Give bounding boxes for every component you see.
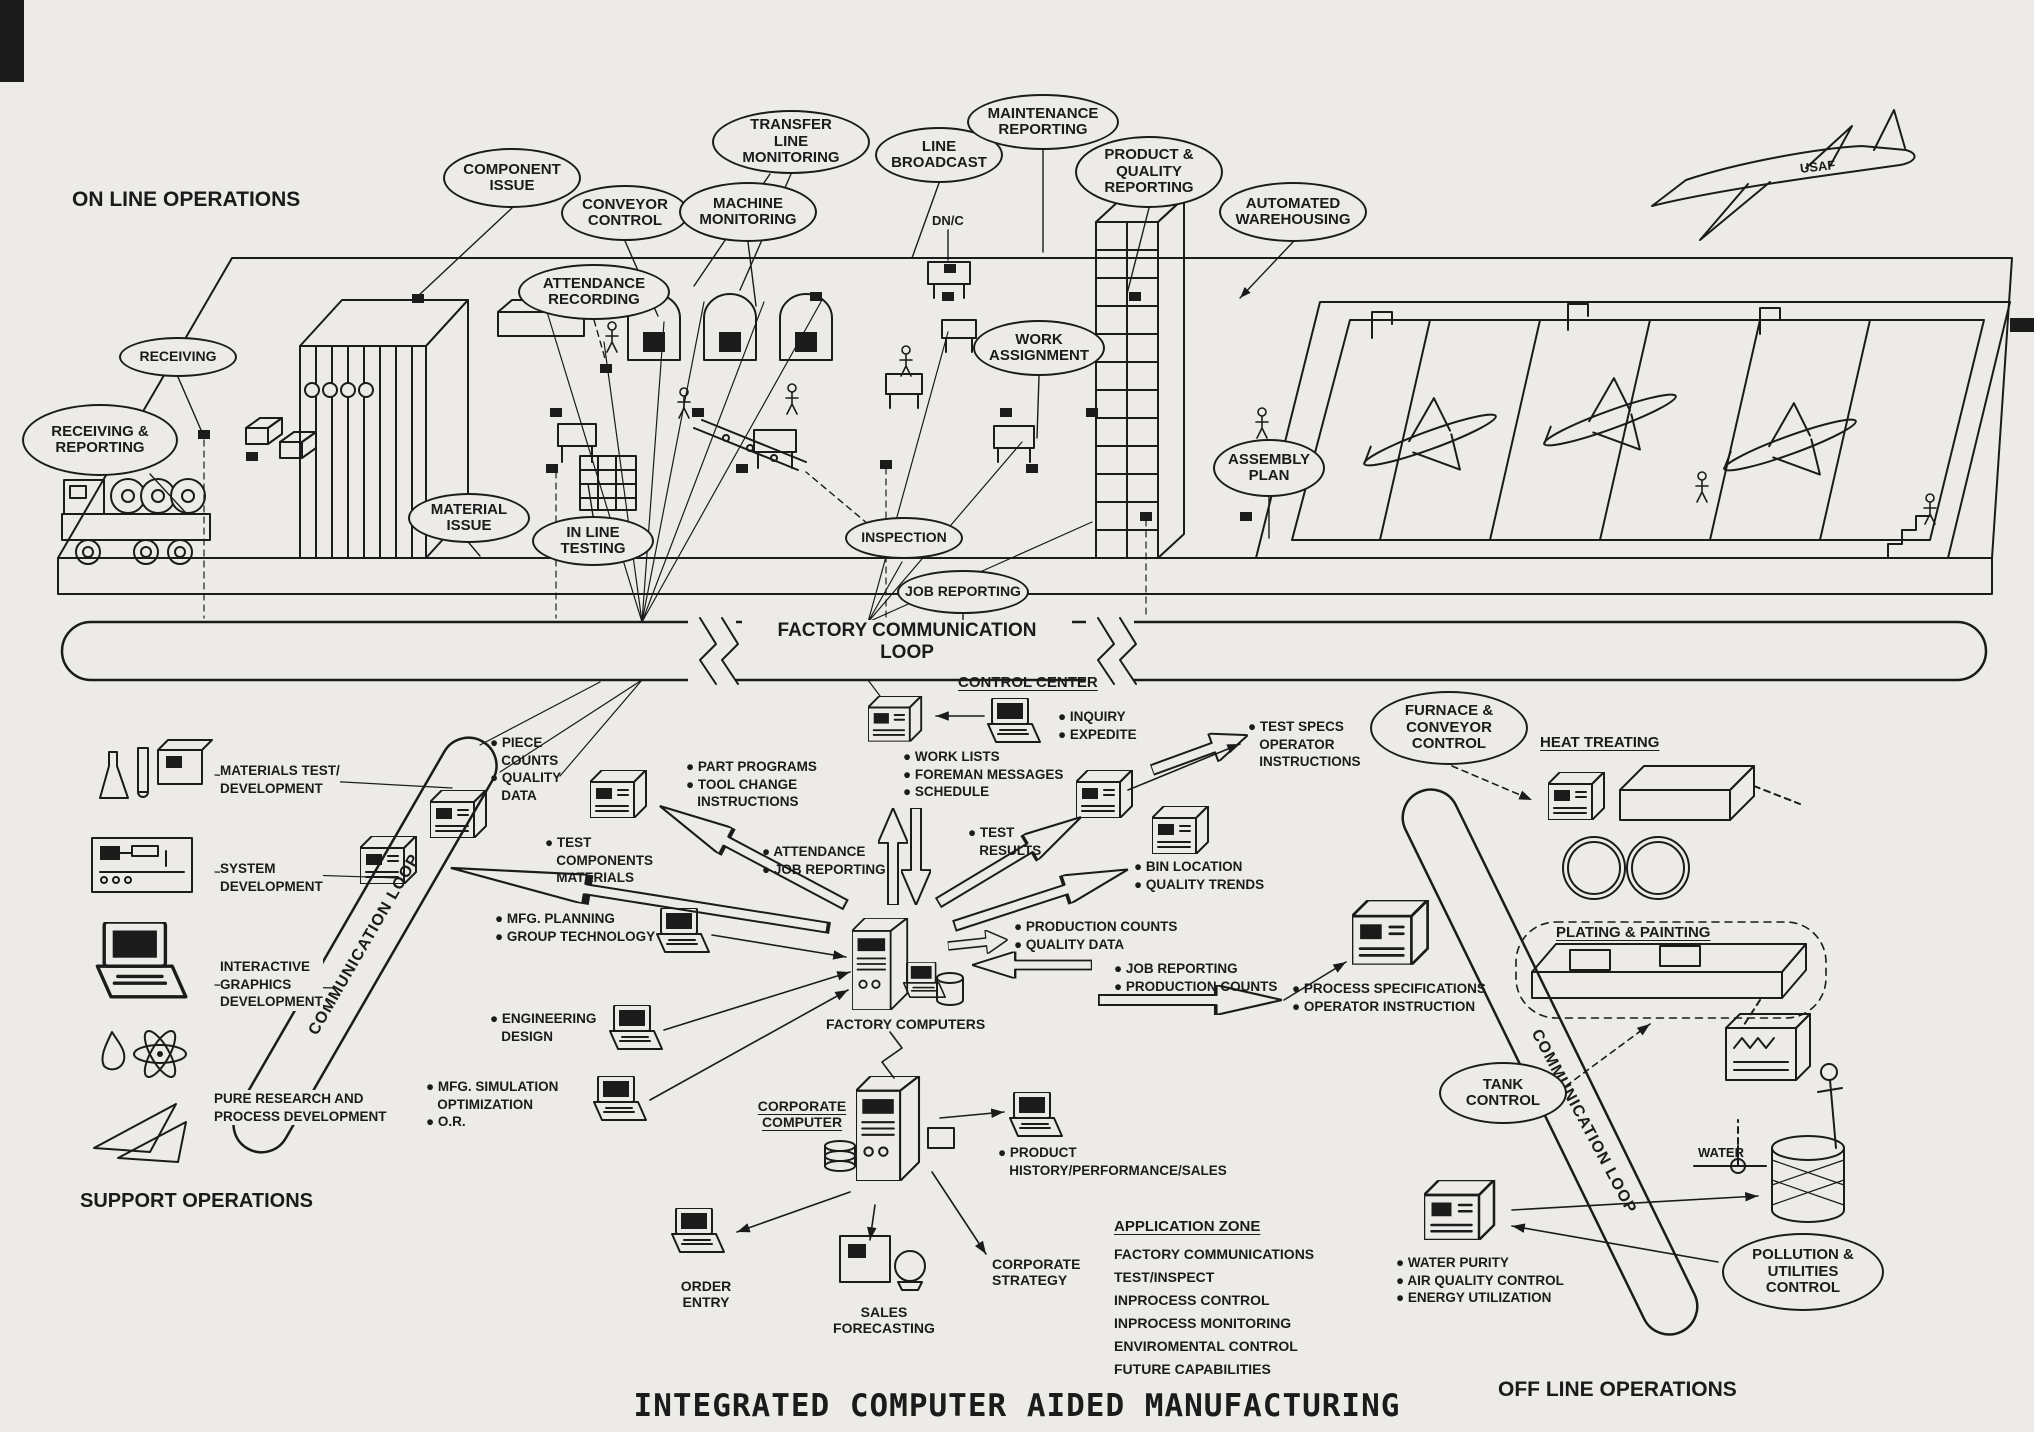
bullets-engineering-design: ● ENGINEERING DESIGN (490, 1011, 597, 1044)
oval-automated-warehousing: AUTOMATED WAREHOUSING (1219, 182, 1367, 242)
warehouse-wall (1095, 197, 1185, 559)
loop-break-left (688, 616, 739, 688)
floor-sensors (198, 264, 1322, 521)
oval-attendance-recording: ATTENDANCE RECORDING (518, 264, 670, 320)
support-pure-research-label: PURE RESEARCH AND PROCESS DEVELOPMENT (214, 1090, 387, 1126)
factory-computers-cluster (852, 918, 964, 1011)
process-controller (1725, 1013, 1811, 1081)
bullets-inquiry-expedite: ● INQUIRY ● EXPEDITE (1058, 709, 1137, 742)
dnc-label: DN/C (932, 213, 964, 228)
application-zone-title: APPLICATION ZONE (1114, 1218, 1261, 1235)
automated-warehouse (1255, 301, 2011, 559)
usaf-airplane (1651, 109, 1916, 241)
pollution-stack (1771, 1063, 1845, 1223)
support-wing-icon (93, 1103, 187, 1163)
pallets (245, 417, 317, 459)
application-zone-item-2: INPROCESS CONTROL (1114, 1292, 1270, 1308)
bullets-piece-counts: ● PIECE COUNTS ● QUALITY DATA (490, 735, 562, 803)
bullets-production-counts: ● PRODUCTION COUNTS ● QUALITY DATA (1014, 919, 1178, 952)
factory-computers-label: FACTORY COMPUTERS (826, 1016, 986, 1032)
bullets-product-history: ● PRODUCT HISTORY/PERFORMANCE/SALES (998, 1145, 1227, 1178)
bullets-water-purity: ● WATER PURITY ● AIR QUALITY CONTROL ● E… (1396, 1255, 1564, 1306)
plating-line (1515, 921, 1827, 1029)
application-zone-item-4: ENVIROMENTAL CONTROL (1114, 1338, 1298, 1354)
support-operations-label: SUPPORT OPERATIONS (80, 1190, 313, 1212)
sales-forecasting-icon (839, 1235, 926, 1291)
oval-maintenance-reporting: MAINTENANCE REPORTING (967, 94, 1119, 150)
sales-forecasting-label: SALES FORECASTING (833, 1304, 935, 1337)
oval-machine-monitoring: MACHINE MONITORING (679, 182, 817, 242)
corporate-computer-label: CORPORATE COMPUTER (757, 1098, 847, 1131)
bullets-test-components: ● TEST COMPONENTS MATERIALS (545, 835, 654, 886)
water-pipe (1693, 1119, 1767, 1174)
control-center-label: CONTROL CENTER (958, 674, 1098, 691)
plating-painting-label: PLATING & PAINTING (1556, 924, 1711, 941)
loop-break-right (1086, 616, 1137, 688)
people (605, 321, 1937, 525)
application-zone-item-1: TEST/INSPECT (1114, 1269, 1215, 1285)
bullets-job-reporting-production: ● JOB REPORTING ● PRODUCTION COUNTS (1114, 961, 1278, 994)
bullets-mfg-planning: ● MFG. PLANNING ● GROUP TECHNOLOGY (495, 911, 656, 944)
oval-in-line-testing: IN LINE TESTING (532, 516, 654, 566)
oval-receiving-reporting: RECEIVING & REPORTING (22, 404, 178, 476)
factory-communication-loop-label: FACTORY COMMUNICATION LOOP (742, 620, 1072, 664)
bullets-test-results: ● TEST RESULTS (968, 825, 1042, 858)
research-icons (101, 1030, 187, 1078)
on-line-operations-label: ON LINE OPERATIONS (72, 188, 301, 211)
bullets-test-specs: ● TEST SPECS OPERATOR INSTRUCTIONS (1248, 719, 1361, 770)
oval-product-quality-reporting: PRODUCT & QUALITY REPORTING (1075, 136, 1223, 208)
support-system-development-label: SYSTEM DEVELOPMENT (220, 860, 323, 896)
oval-material-issue: MATERIAL ISSUE (408, 493, 530, 543)
oval-furnace-conveyor-control: FURNACE & CONVEYOR CONTROL (1370, 691, 1528, 765)
oval-tank-control: TANK CONTROL (1439, 1062, 1567, 1124)
support-interactive-graphics-label: INTERACTIVE GRAPHICS DEVELOPMENT (220, 958, 323, 1011)
water-label: WATER (1698, 1145, 1744, 1160)
graphics-terminal-icon (95, 922, 188, 999)
truck (61, 478, 211, 565)
application-zone-item-5: FUTURE CAPABILITIES (1114, 1361, 1271, 1377)
oval-work-assignment: WORK ASSIGNMENT (973, 320, 1105, 376)
application-zone-item-0: FACTORY COMMUNICATIONS (1114, 1246, 1315, 1262)
bullets-process-specifications: ● PROCESS SPECIFICATIONS ● OPERATOR INST… (1292, 981, 1486, 1014)
bullets-bin-location: ● BIN LOCATION ● QUALITY TRENDS (1134, 859, 1265, 892)
circuit-board-icon (91, 837, 193, 893)
oval-assembly-plan: ASSEMBLY PLAN (1213, 439, 1325, 497)
heat-treating-label: HEAT TREATING (1540, 734, 1660, 751)
oval-job-reporting: JOB REPORTING (897, 570, 1029, 614)
order-entry-label: ORDER ENTRY (680, 1278, 732, 1311)
oval-component-issue: COMPONENT ISSUE (443, 148, 581, 208)
corporate-computer-cluster (824, 1076, 955, 1181)
storage-building (299, 299, 469, 559)
support-materials-test-label: MATERIALS TEST/ DEVELOPMENT (220, 762, 340, 798)
scan-artifact (0, 0, 2034, 332)
bullets-part-programs: ● PART PROGRAMS ● TOOL CHANGE INSTRUCTIO… (686, 759, 817, 810)
oval-receiving: RECEIVING (119, 337, 237, 377)
oval-transfer-line-monitoring: TRANSFER LINE MONITORING (712, 110, 870, 174)
bullets-mfg-simulation: ● MFG. SIMULATION OPTIMIZATION ● O.R. (426, 1079, 559, 1130)
bullets-attendance: ● ATTENDANCE ● JOB REPORTING (762, 844, 886, 877)
oval-pollution-utilities-control: POLLUTION & UTILITIES CONTROL (1722, 1233, 1884, 1311)
heat-treating-equipment (1548, 765, 1801, 900)
bullets-work-lists: ● WORK LISTS ● FOREMAN MESSAGES ● SCHEDU… (903, 749, 1064, 800)
corporate-strategy-label: CORPORATE STRATEGY (992, 1256, 1081, 1289)
application-zone-item-3: INPROCESS MONITORING (1114, 1315, 1292, 1331)
oval-conveyor-control: CONVEYOR CONTROL (561, 185, 689, 241)
materials-test-icon (99, 739, 213, 799)
off-line-operations-label: OFF LINE OPERATIONS (1498, 1378, 1737, 1401)
support-communication-loop-tube (232, 736, 498, 1154)
oval-inspection: INSPECTION (845, 517, 963, 559)
diagram-title: INTEGRATED COMPUTER AIDED MANUFACTURING (633, 1388, 1401, 1424)
